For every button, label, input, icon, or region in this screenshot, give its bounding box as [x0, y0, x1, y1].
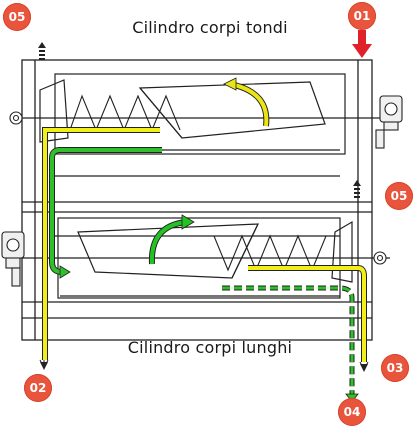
upper-cylinder — [15, 73, 390, 155]
badge-exhaust-top: 05 — [3, 3, 31, 31]
badge-long-bodies-outlet: 03 — [381, 354, 409, 382]
screw-conveyor-icon — [213, 234, 327, 272]
badge-inlet: 01 — [348, 2, 376, 30]
screw-conveyor-icon — [69, 94, 181, 132]
lower-cylinder — [15, 217, 390, 299]
up-arrow-icon — [38, 42, 46, 60]
bearing-icon — [9, 111, 387, 265]
title-bottom-cylinder: Cilindro corpi lunghi — [127, 338, 293, 357]
motor-icon — [375, 95, 403, 149]
rotation-arrow-icon — [223, 77, 270, 127]
badge-fines-outlet: 04 — [338, 398, 366, 426]
motor-icon — [1, 231, 25, 287]
green-flow-path — [49, 147, 162, 279]
outlet-arrow-icon — [40, 362, 368, 372]
badge-round-bodies-outlet: 02 — [24, 374, 52, 402]
rotation-arrow-icon — [148, 214, 195, 265]
machine-frame — [21, 59, 373, 341]
up-arrow-icon — [353, 180, 361, 198]
down-arrow-icon — [352, 30, 372, 58]
title-top-cylinder: Cilindro corpi tondi — [132, 18, 288, 37]
badge-exhaust-side: 05 — [385, 182, 413, 210]
